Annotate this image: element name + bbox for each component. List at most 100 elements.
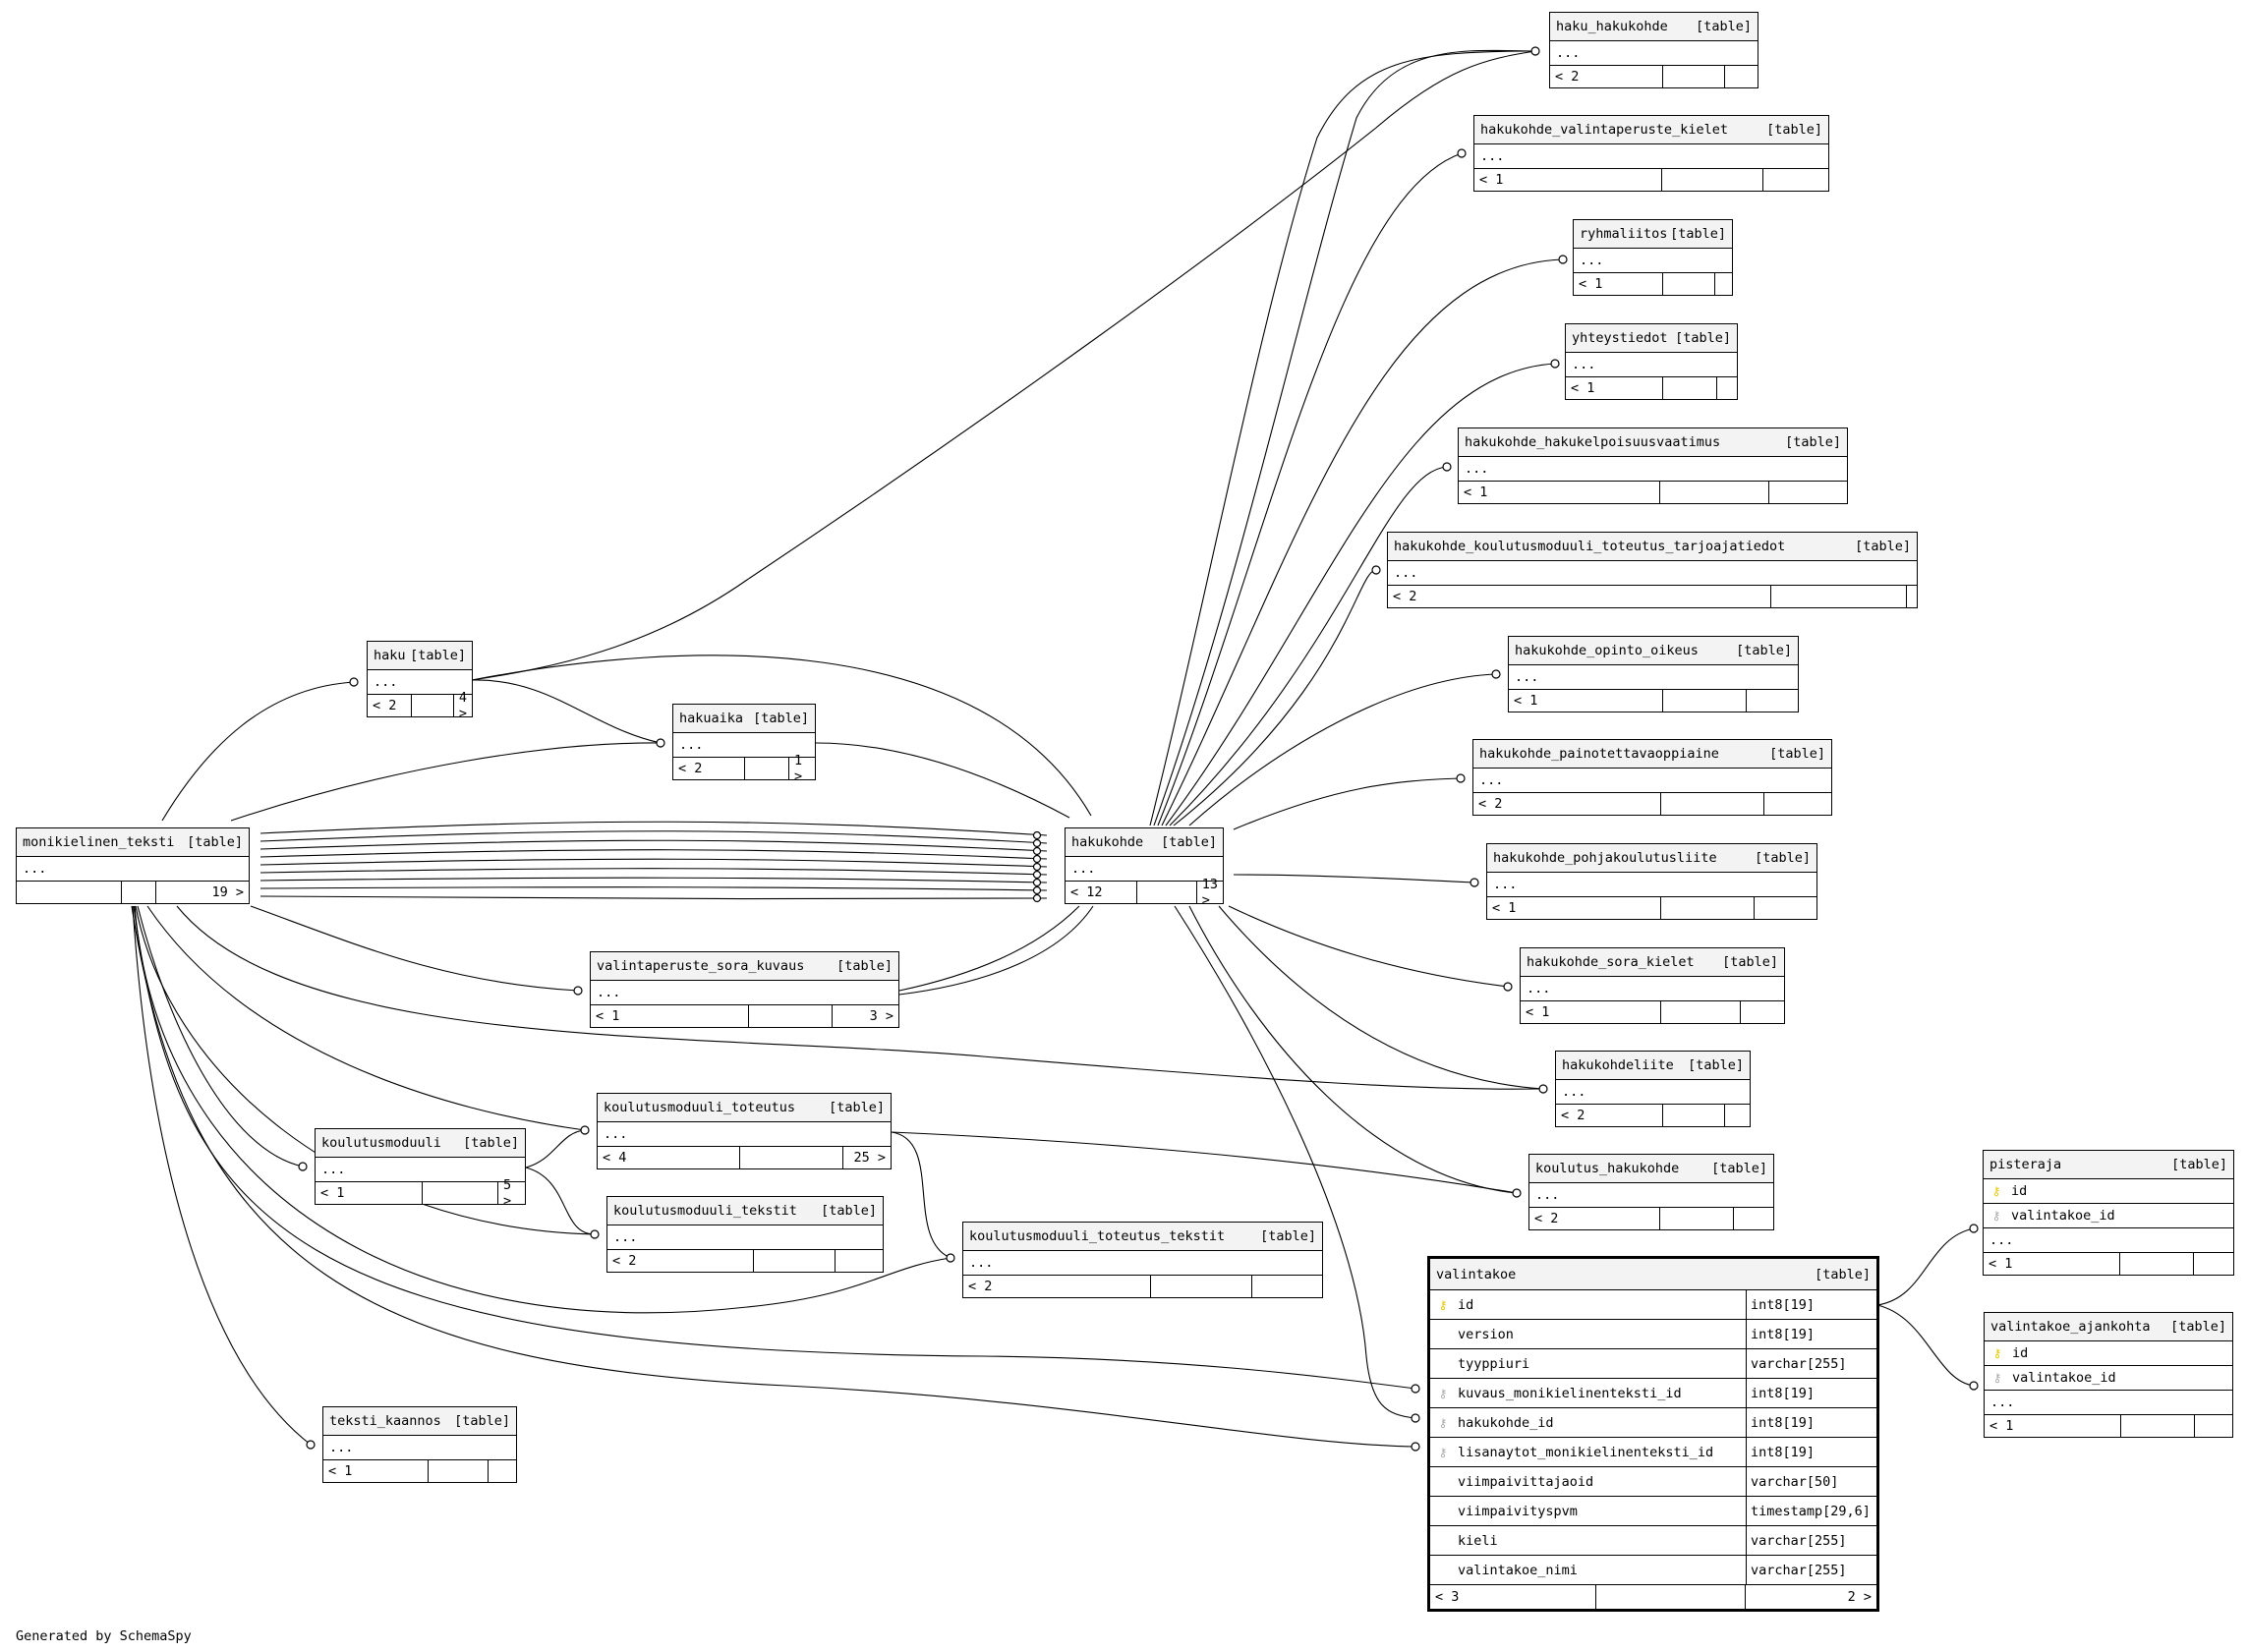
children-count[interactable] bbox=[1763, 169, 1828, 191]
table-name: valintakoe_ajankohta bbox=[1990, 1319, 2151, 1335]
parents-count[interactable]: < 4 bbox=[598, 1147, 740, 1168]
column-name-cell: ⚷kuvaus_monikielinenteksti_id bbox=[1430, 1379, 1747, 1407]
table-footer: < 2 bbox=[963, 1276, 1322, 1297]
table-yhteystiedot[interactable]: yhteystiedot[table]...< 1 bbox=[1565, 323, 1738, 400]
parents-count[interactable]: < 2 bbox=[1550, 66, 1663, 87]
children-count[interactable]: 4 > bbox=[458, 690, 467, 721]
children-count[interactable] bbox=[1725, 66, 1758, 87]
children-count[interactable]: 3 > bbox=[869, 1008, 893, 1024]
table-hakukohde-valintaperuste-kielet[interactable]: hakukohde_valintaperuste_kielet[table]..… bbox=[1473, 115, 1829, 192]
column-type: int8[19] bbox=[1751, 1326, 1816, 1342]
children-count[interactable] bbox=[1734, 1208, 1773, 1229]
children-count[interactable] bbox=[2195, 1415, 2232, 1437]
table-name: hakukohde_opinto_oikeus bbox=[1515, 643, 1699, 658]
table-hakukohde-sora-kielet[interactable]: hakukohde_sora_kielet[table]...< 1 bbox=[1520, 947, 1785, 1024]
parents-count[interactable]: < 2 bbox=[673, 758, 745, 779]
table-hakukohde-painotettavaoppiaine[interactable]: hakukohde_painotettavaoppiaine[table]...… bbox=[1472, 739, 1832, 816]
table-hakukohde-opinto-oikeus[interactable]: hakukohde_opinto_oikeus[table]...< 1 bbox=[1508, 636, 1799, 712]
children-count[interactable]: 13 > bbox=[1201, 877, 1218, 908]
table-kind-tag: [table] bbox=[454, 1413, 510, 1429]
table-header: valintaperuste_sora_kuvaus[table] bbox=[591, 952, 898, 981]
parents-count[interactable] bbox=[17, 882, 122, 903]
table-pisteraja[interactable]: pisteraja[table]⚷id⚷valintakoe_id...< 1 bbox=[1983, 1150, 2234, 1276]
parents-count[interactable]: < 2 bbox=[1529, 1208, 1660, 1229]
parents-count[interactable]: < 1 bbox=[1574, 273, 1663, 295]
table-hakukohde-hakukelpoisuusvaatimus[interactable]: hakukohde_hakukelpoisuusvaatimus[table].… bbox=[1458, 427, 1848, 504]
relationship-line bbox=[230, 742, 662, 822]
children-count[interactable] bbox=[1741, 1001, 1784, 1023]
table-footer: < 2 bbox=[1388, 586, 1917, 607]
parents-count[interactable]: < 2 bbox=[1388, 586, 1771, 607]
relationship-line bbox=[1876, 1227, 1975, 1306]
parents-count[interactable]: < 1 bbox=[316, 1182, 423, 1204]
children-count[interactable] bbox=[1907, 586, 1917, 607]
table-haku-hakukohde[interactable]: haku_hakukohde[table]...< 2 bbox=[1549, 12, 1758, 88]
column-name: kieli bbox=[1458, 1532, 1498, 1549]
children-count[interactable]: 5 > bbox=[503, 1177, 512, 1209]
table-teksti-kaannos[interactable]: teksti_kaannos[table]...< 1 bbox=[322, 1406, 517, 1483]
parents-count[interactable]: < 1 bbox=[1459, 482, 1660, 503]
table-koulutusmoduuli-tekstit[interactable]: koulutusmoduuli_tekstit[table]...< 2 bbox=[606, 1196, 884, 1273]
table-valintakoe-ajankohta[interactable]: valintakoe_ajankohta[table]⚷id⚷valintako… bbox=[1984, 1312, 2233, 1438]
children-count[interactable]: 25 > bbox=[853, 1150, 886, 1166]
table-footer: < 1 bbox=[1985, 1415, 2232, 1437]
children-count[interactable] bbox=[2194, 1253, 2233, 1275]
spacer-cell bbox=[1663, 1105, 1725, 1126]
table-valintakoe[interactable]: valintakoe[table]⚷idint8[19]⚷versionint8… bbox=[1427, 1256, 1879, 1612]
parents-count[interactable]: < 1 bbox=[1521, 1001, 1661, 1023]
children-count[interactable] bbox=[1715, 273, 1732, 295]
relationship-line bbox=[134, 905, 951, 1314]
table-ryhmaliitos[interactable]: ryhmaliitos[table]...< 1 bbox=[1573, 219, 1733, 296]
parents-count[interactable]: < 1 bbox=[1509, 690, 1663, 712]
parents-count[interactable]: < 1 bbox=[1984, 1253, 2120, 1275]
parents-count[interactable]: < 1 bbox=[1487, 897, 1661, 919]
children-count[interactable] bbox=[1725, 1105, 1750, 1126]
children-count[interactable] bbox=[1755, 897, 1816, 919]
children-count[interactable] bbox=[1252, 1276, 1322, 1297]
parents-count[interactable]: < 1 bbox=[1474, 169, 1662, 191]
spacer-cell bbox=[1660, 482, 1769, 503]
children-count[interactable]: 19 > bbox=[211, 884, 244, 900]
table-monikielinen-teksti[interactable]: monikielinen_teksti[table]...19 > bbox=[16, 827, 250, 904]
table-hakukohde-koulutusmoduuli-toteutus-tarjoajatiedot[interactable]: hakukohde_koulutusmoduuli_toteutus_tarjo… bbox=[1387, 532, 1918, 608]
more-columns-ellipsis: ... bbox=[963, 1251, 1322, 1276]
table-footer: < 2 1 > bbox=[673, 753, 815, 784]
parents-count[interactable]: < 3 bbox=[1430, 1585, 1596, 1609]
parents-count[interactable]: < 2 bbox=[368, 695, 412, 716]
table-name: hakuaika bbox=[679, 711, 744, 726]
table-kind-tag: [table] bbox=[1766, 122, 1822, 138]
cardinality-marker bbox=[1491, 669, 1501, 679]
table-header: haku_hakukohde[table] bbox=[1550, 13, 1758, 41]
table-hakukohdeliite[interactable]: hakukohdeliite[table]...< 2 bbox=[1555, 1051, 1751, 1127]
foreign-key-icon: ⚷ bbox=[1438, 1415, 1448, 1430]
parents-count[interactable]: < 1 bbox=[1985, 1415, 2121, 1437]
parents-count[interactable]: < 12 bbox=[1066, 882, 1138, 903]
table-hakukohde-pohjakoulutusliite[interactable]: hakukohde_pohjakoulutusliite[table]...< … bbox=[1486, 843, 1817, 920]
parents-count[interactable]: < 2 bbox=[963, 1276, 1151, 1297]
children-count[interactable] bbox=[1717, 377, 1737, 399]
parents-count[interactable]: < 2 bbox=[1556, 1105, 1663, 1126]
children-count[interactable]: 1 > bbox=[794, 753, 803, 784]
children-count[interactable] bbox=[1769, 482, 1847, 503]
children-count[interactable] bbox=[489, 1460, 516, 1482]
table-koulutusmoduuli-toteutus-tekstit[interactable]: koulutusmoduuli_toteutus_tekstit[table].… bbox=[962, 1222, 1323, 1298]
children-count[interactable] bbox=[1764, 793, 1831, 815]
relationship-line bbox=[1233, 874, 1475, 883]
parents-count[interactable]: < 2 bbox=[1473, 793, 1661, 815]
table-footer: < 1 bbox=[1574, 273, 1732, 295]
table-koulutus-hakukohde[interactable]: koulutus_hakukohde[table]...< 2 bbox=[1528, 1154, 1774, 1230]
parents-count[interactable]: < 2 bbox=[607, 1250, 754, 1272]
parents-count[interactable]: < 1 bbox=[591, 1005, 749, 1027]
children-count[interactable]: 2 > bbox=[1847, 1589, 1872, 1605]
children-count[interactable] bbox=[1747, 690, 1798, 712]
parents-count[interactable]: < 1 bbox=[323, 1460, 429, 1482]
parents-count[interactable]: < 1 bbox=[1566, 377, 1663, 399]
children-count[interactable] bbox=[836, 1250, 883, 1272]
